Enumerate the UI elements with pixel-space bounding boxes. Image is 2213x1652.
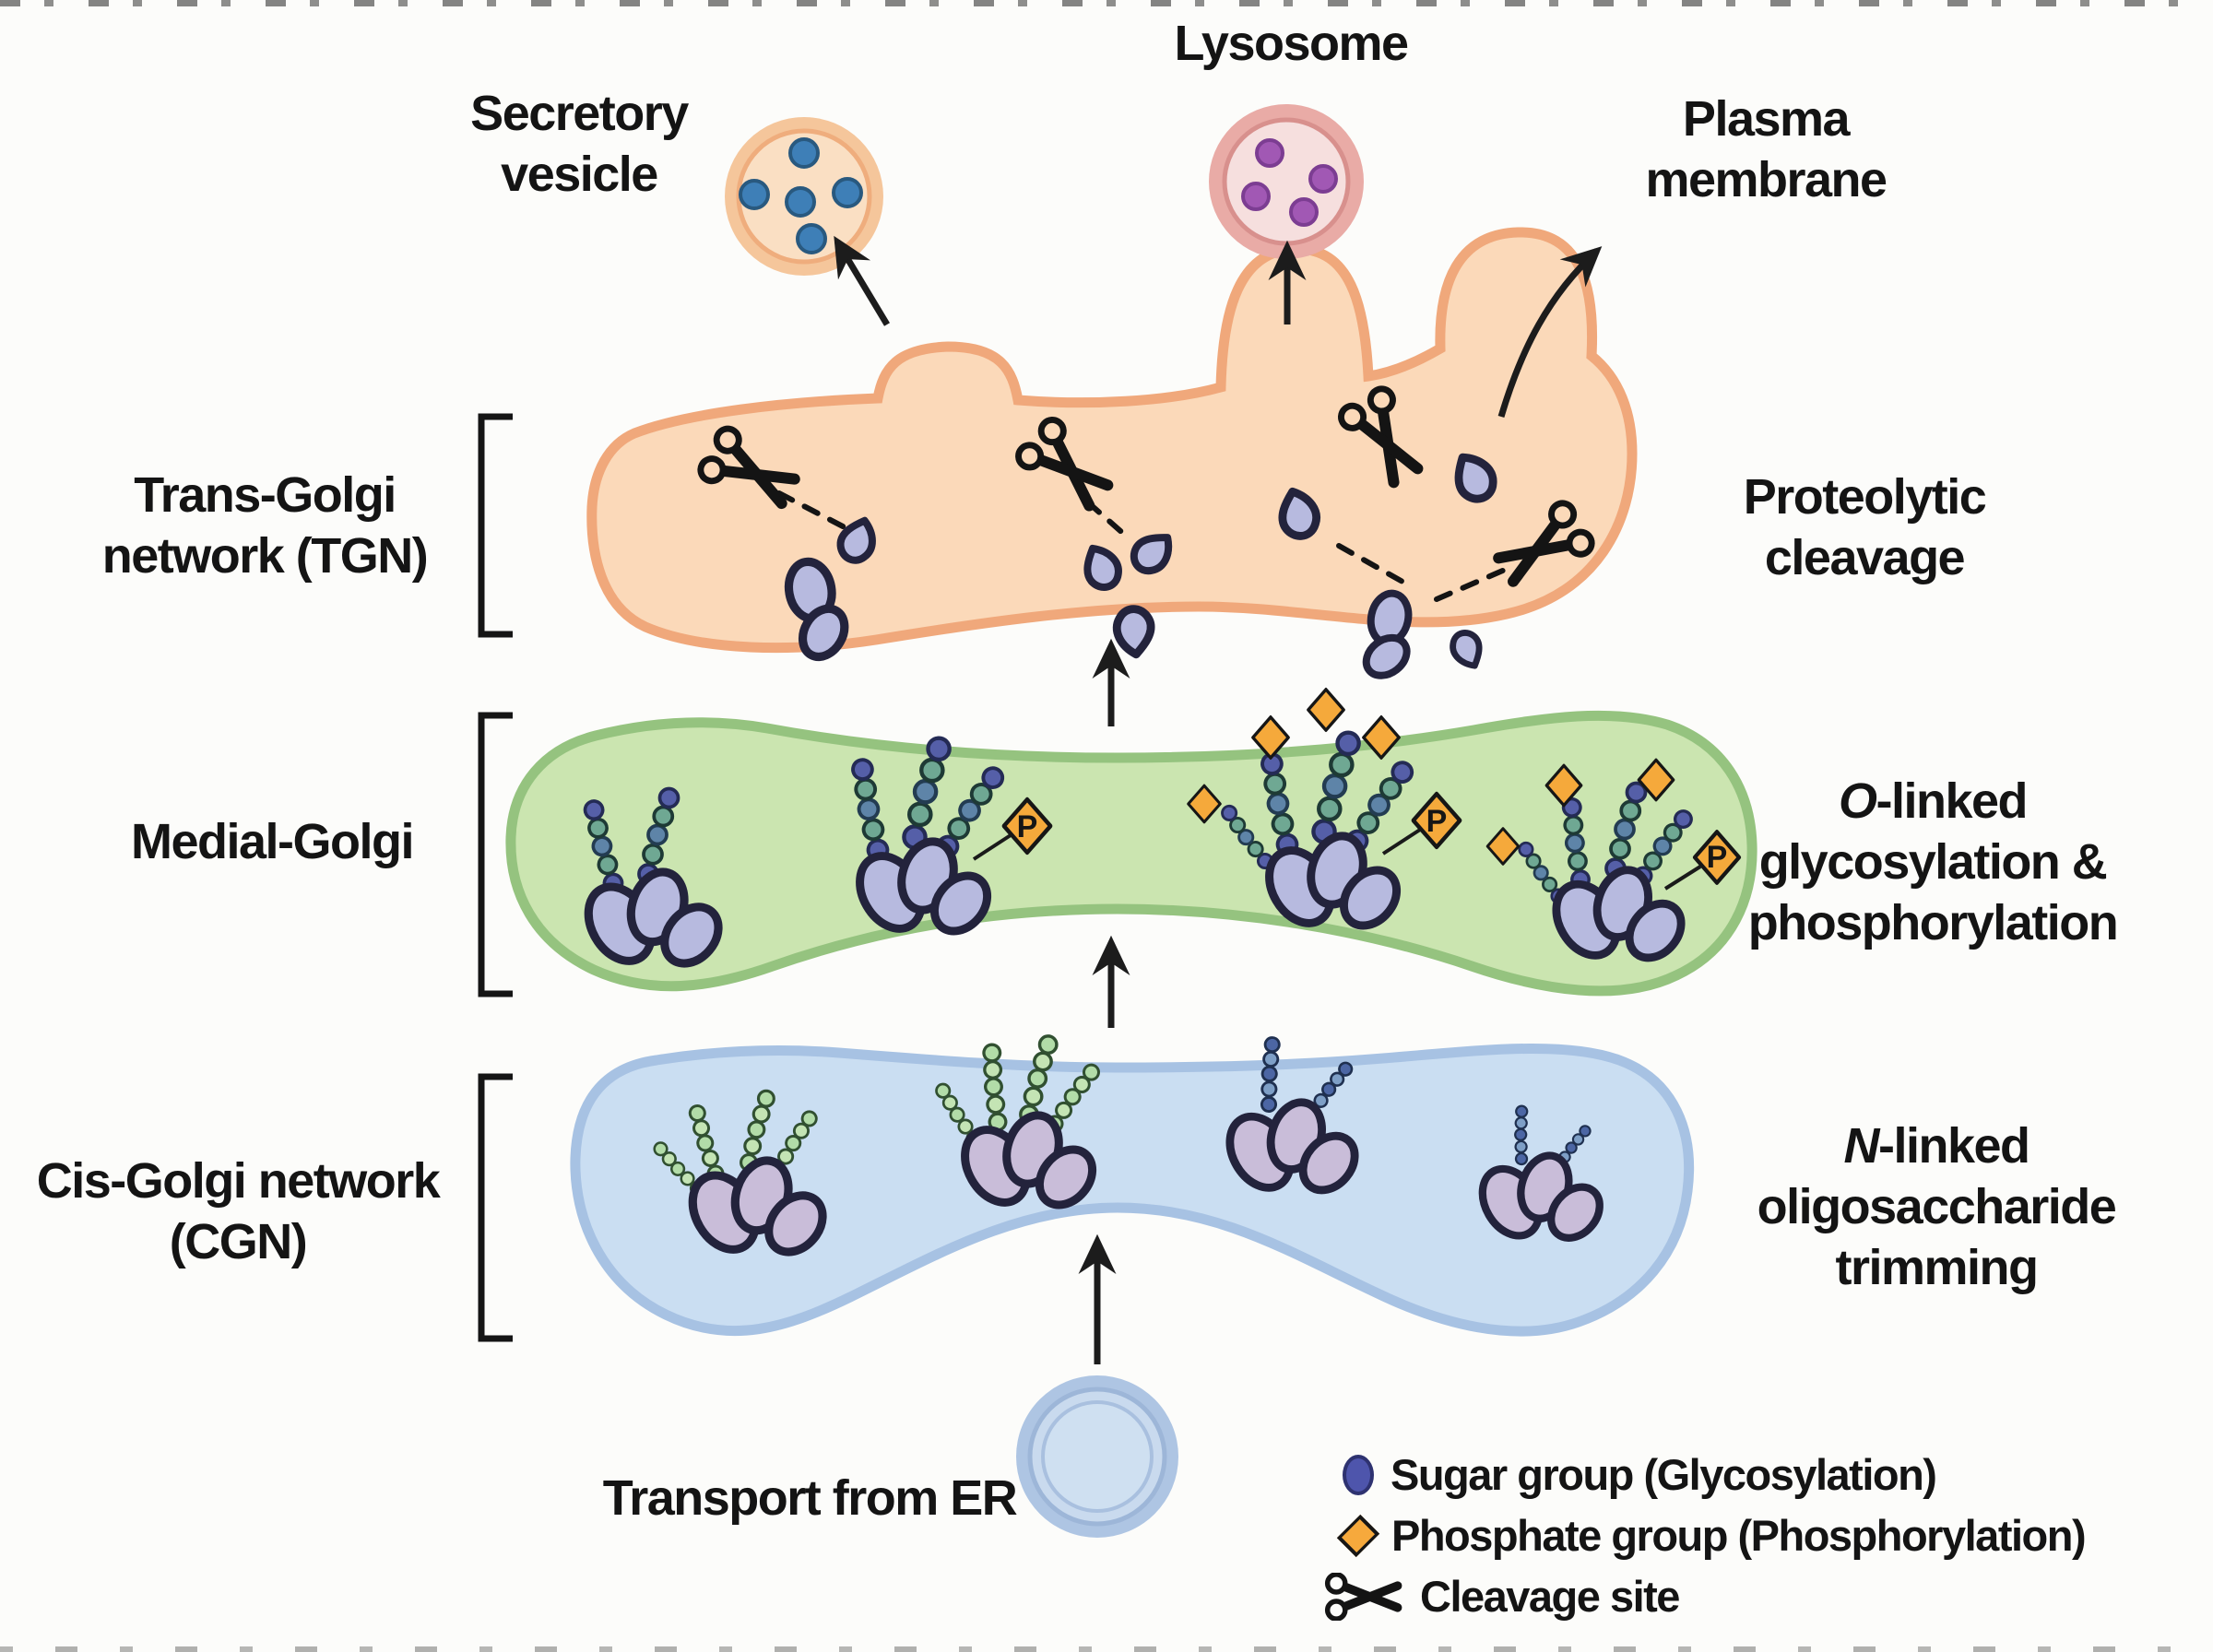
medial-glycoprotein-2: P xyxy=(830,738,1050,942)
plasma-membrane-label-line2: membrane xyxy=(1645,152,1888,207)
legend-item-phosphate: Phosphate group (Phosphorylation) xyxy=(1335,1510,2087,1561)
tgn-stage-label: Trans-Golgi network (TGN) xyxy=(101,465,429,586)
cgn-bracket xyxy=(478,1073,513,1342)
legend-item-sugar: Sugar group (Glycosylation) xyxy=(1335,1449,2085,1500)
lysosome-label: Lysosome xyxy=(1174,16,1409,71)
n-linked-process-label: N-linked oligosaccharide trimming xyxy=(1757,1115,2117,1298)
cgn-stage-label-line2: (CGN) xyxy=(169,1214,308,1269)
proteolytic-cleavage-line2: cleavage xyxy=(1764,530,1966,585)
svg-text:P: P xyxy=(1017,809,1038,844)
cgn-stage-label-line1: Cis-Golgi network xyxy=(36,1153,441,1209)
medial-glycoprotein-3: P xyxy=(1187,688,1461,936)
er-transport-vesicle xyxy=(1016,1375,1178,1538)
transport-from-er-label: Transport from ER xyxy=(602,1470,1018,1526)
medial-glycoprotein-4: P xyxy=(1485,758,1739,968)
legend-item-cleavage: Cleavage site xyxy=(1335,1571,2085,1622)
o-linked-process-label: O-linked glycosylation & phosphorylation xyxy=(1747,771,2119,953)
arrow-to-secretory-vesicle xyxy=(834,235,891,326)
svg-text:P: P xyxy=(1707,840,1728,875)
cis-golgi-cisterna xyxy=(570,1043,1695,1337)
phosphate-tag: P xyxy=(1004,799,1050,853)
lysosome xyxy=(1209,104,1364,259)
lysosome-cargo-dots xyxy=(1241,138,1338,227)
tgn-stage-label-line1: Trans-Golgi xyxy=(134,467,396,523)
plasma-membrane-label-line1: Plasma xyxy=(1682,91,1851,147)
proteolytic-cleavage-line1: Proteolytic xyxy=(1743,469,1987,525)
tgn-stage-label-line2: network (TGN) xyxy=(101,528,429,584)
secretory-cargo-dots xyxy=(739,137,863,254)
secretory-vesicle-label: Secretory vesicle xyxy=(470,83,689,205)
arrow-to-plasma-membrane xyxy=(1497,246,1603,418)
o-linked-line1: O-linked xyxy=(1838,773,2029,829)
sugar-dot-icon xyxy=(1343,1454,1374,1495)
secretory-vesicle-label-line2: vesicle xyxy=(501,147,658,202)
stage-brackets xyxy=(478,413,513,1342)
phosphate-tag: P xyxy=(1695,832,1739,882)
legend: Sugar group (Glycosylation) Phosphate gr… xyxy=(1335,1449,2087,1622)
svg-text:P: P xyxy=(1426,804,1448,839)
transport-arrows xyxy=(834,235,1603,1364)
tgn-bracket xyxy=(478,413,513,638)
cleavage-scene-4 xyxy=(1434,449,1596,671)
medial-golgi-label-line1: Medial-Golgi xyxy=(131,814,415,869)
cleavage-scene-2 xyxy=(1014,415,1178,656)
cleavage-scene-1 xyxy=(697,425,878,667)
legend-phosphate-label: Phosphate group (Phosphorylation) xyxy=(1391,1511,2087,1560)
proteolytic-cleavage-label: Proteolytic cleavage xyxy=(1743,466,1987,588)
cgn-stage-label: Cis-Golgi network (CGN) xyxy=(36,1150,441,1272)
medial-golgi-cisterna xyxy=(505,710,1757,997)
scissors-icon xyxy=(1324,1573,1403,1621)
legend-cleavage-label: Cleavage site xyxy=(1420,1572,1680,1621)
o-linked-line3: phosphorylation xyxy=(1747,895,2119,950)
n-linked-line3: trimming xyxy=(1835,1240,2039,1295)
cleavage-scene-3 xyxy=(1274,384,1439,691)
n-linked-line1: N-linked xyxy=(1843,1118,2030,1174)
o-linked-line2: glycosylation & xyxy=(1758,834,2108,890)
phosphate-tag: P xyxy=(1414,794,1460,847)
medial-bracket xyxy=(478,712,513,997)
medial-golgi-stage-label: Medial-Golgi xyxy=(131,811,415,872)
plasma-membrane-label: Plasma membrane xyxy=(1645,88,1888,210)
secretory-vesicle xyxy=(725,117,883,276)
secretory-vesicle-label-line1: Secretory xyxy=(470,86,689,141)
phosphate-diamond-icon xyxy=(1336,1514,1380,1557)
legend-sugar-label: Sugar group (Glycosylation) xyxy=(1391,1450,1937,1499)
n-linked-line2: oligosaccharide xyxy=(1757,1179,2117,1234)
